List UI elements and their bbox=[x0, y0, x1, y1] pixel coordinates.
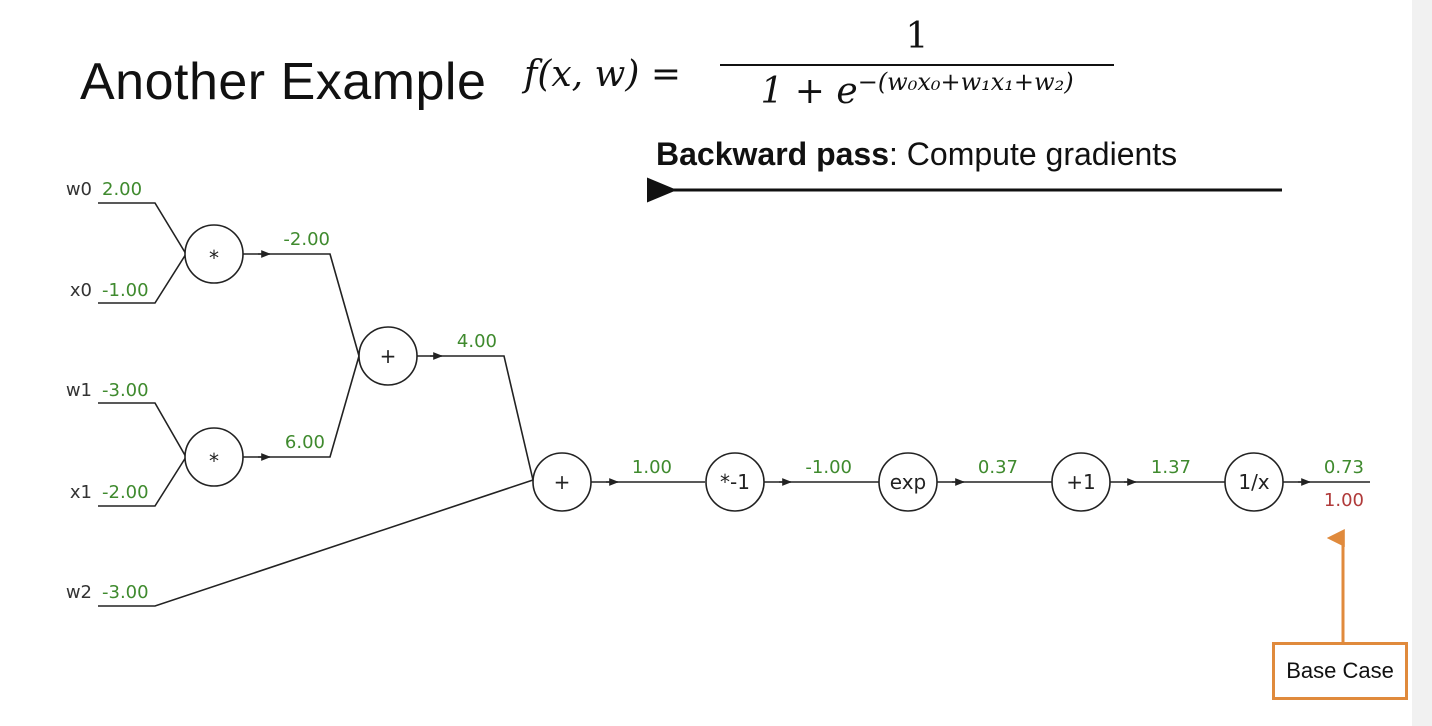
node-plus1-op: +1 bbox=[1066, 470, 1095, 494]
denominator-base: 1 + e bbox=[760, 71, 858, 112]
formula-numerator: 1 bbox=[905, 16, 929, 57]
fraction-bar bbox=[720, 64, 1114, 66]
node-plus1-output: 1.37 bbox=[1151, 457, 1191, 478]
caption-bold: Backward pass bbox=[656, 136, 890, 172]
node-mul0-circle bbox=[184, 224, 244, 284]
node-mul0-op: * bbox=[209, 246, 219, 270]
node-exp-circle bbox=[878, 452, 938, 512]
formula-lhs: f(x, w) = bbox=[524, 54, 682, 95]
node-add0-circle bbox=[358, 326, 418, 386]
edge-x0 bbox=[98, 253, 187, 304]
node-recip-op: 1/x bbox=[1238, 470, 1269, 494]
base-case-label: Base Case bbox=[1286, 658, 1394, 683]
input-x1-name: x1 bbox=[70, 482, 92, 503]
input-w0-value: 2.00 bbox=[102, 179, 142, 200]
node-exp-op: exp bbox=[890, 470, 926, 494]
node-neg-output: -1.00 bbox=[805, 457, 852, 478]
slide-edge-strip bbox=[1412, 0, 1432, 726]
node-neg-circle bbox=[705, 452, 765, 512]
node-plus1-circle bbox=[1051, 452, 1111, 512]
caption-rest: : Compute gradients bbox=[889, 136, 1178, 172]
edge-add0-add1 bbox=[416, 355, 534, 481]
node-add1-output: 1.00 bbox=[632, 457, 672, 478]
edge-mul1-add0 bbox=[243, 355, 360, 458]
node-recip-output: 0.73 bbox=[1324, 457, 1364, 478]
node-mul1-op: * bbox=[209, 449, 219, 473]
input-w1-value: -3.00 bbox=[102, 380, 149, 401]
node-exp-output: 0.37 bbox=[978, 457, 1018, 478]
edge-w1 bbox=[98, 402, 187, 458]
backward-pass-caption: Backward pass: Compute gradients bbox=[656, 136, 1177, 173]
input-w1-name: w1 bbox=[66, 380, 92, 401]
input-x1-value: -2.00 bbox=[102, 482, 149, 503]
node-recip-circle bbox=[1224, 452, 1284, 512]
denominator-exponent: −(w₀x₀+w₁x₁+w₂) bbox=[857, 68, 1074, 96]
edge-w0 bbox=[98, 202, 187, 255]
node-mul1-output: 6.00 bbox=[285, 432, 325, 453]
input-w0-name: w0 bbox=[66, 179, 92, 200]
output-gradient: 1.00 bbox=[1324, 490, 1364, 511]
base-case-box: Base Case bbox=[1272, 642, 1408, 700]
input-x0-value: -1.00 bbox=[102, 280, 149, 301]
node-mul1-circle bbox=[184, 427, 244, 487]
edge-mul0-add0 bbox=[243, 253, 360, 357]
node-mul0-output: -2.00 bbox=[283, 229, 330, 250]
input-w2-name: w2 bbox=[66, 582, 92, 603]
slide-title: Another Example bbox=[80, 53, 487, 111]
node-neg-op: *-1 bbox=[720, 470, 750, 494]
edge-w2 bbox=[98, 479, 534, 607]
formula-denominator: 1 + e−(w₀x₀+w₁x₁+w₂) bbox=[720, 68, 1114, 112]
input-x0-name: x0 bbox=[70, 280, 92, 301]
node-add0-output: 4.00 bbox=[457, 331, 497, 352]
node-add0-op: + bbox=[380, 344, 397, 368]
edge-x1 bbox=[98, 456, 187, 507]
input-w2-value: -3.00 bbox=[102, 582, 149, 603]
node-add1-circle bbox=[532, 452, 592, 512]
node-add1-op: + bbox=[554, 470, 571, 494]
